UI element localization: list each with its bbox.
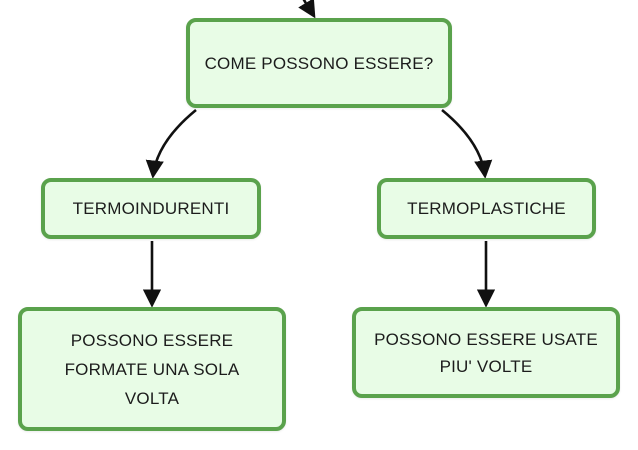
- node-termoindurenti: TERMOINDURENTI: [41, 178, 261, 239]
- node-label: POSSONO ESSERE USATE PIU' VOLTE: [374, 329, 598, 376]
- connector-root-to-termoplastiche: [441, 108, 493, 179]
- connector-incoming-root: [298, 0, 316, 19]
- node-label: TERMOPLASTICHE: [407, 199, 566, 218]
- node-label: COME POSSONO ESSERE?: [204, 53, 434, 73]
- node-label: POSSONO ESSERE FORMATE UNA SOLA VOLTA: [64, 330, 240, 408]
- node-formate-una-sola-volta: POSSONO ESSERE FORMATE UNA SOLA VOLTA: [18, 307, 286, 431]
- node-usate-piu-volte: POSSONO ESSERE USATE PIU' VOLTE: [352, 307, 620, 398]
- node-termoplastiche: TERMOPLASTICHE: [377, 178, 596, 239]
- node-come-possono-essere: COME POSSONO ESSERE?: [186, 18, 452, 108]
- connector-root-to-termoindurenti: [145, 108, 197, 179]
- node-label: TERMOINDURENTI: [72, 199, 230, 218]
